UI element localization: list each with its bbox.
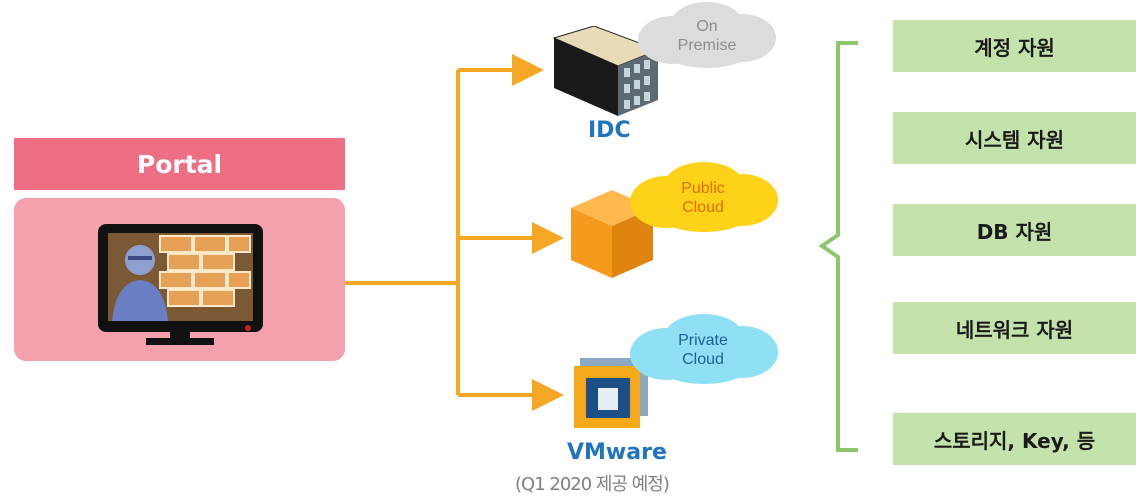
cloud-line-1: On [696,18,718,35]
resource-system: 시스템 자원 [893,112,1136,164]
portal-panel [14,198,345,361]
idc-label: IDC [588,118,631,143]
cloud-line-2: Premise [677,37,737,54]
datacenter-icon [552,26,660,116]
cloud-icon [630,314,778,384]
vmware-icon [574,358,648,428]
cloud-icon [638,2,776,68]
vmware-schedule-note: (Q1 2020 제공 예정) [515,474,670,495]
resource-account: 계정 자원 [893,20,1136,72]
resource-storage: 스토리지, Key, 등 [893,413,1136,465]
on-premise-cloud: On Premise [632,0,782,72]
cloud-line-2: Cloud [682,351,724,368]
private-cloud: Private Cloud [622,312,784,388]
portal-title: Portal [14,138,345,190]
vmware-label: VMware [567,440,667,465]
cloud-line-1: Public [681,180,725,197]
cloud-line-1: Private [678,332,728,349]
cloud-icon [630,162,778,232]
public-cloud: Public Cloud [622,160,784,236]
monitor-icon [98,224,263,345]
resource-bracket [818,41,858,452]
resource-db: DB 자원 [893,204,1136,256]
cloud-line-2: Cloud [682,199,724,216]
public-cloud-cube-icon [571,190,653,278]
resource-network: 네트워크 자원 [893,302,1136,354]
